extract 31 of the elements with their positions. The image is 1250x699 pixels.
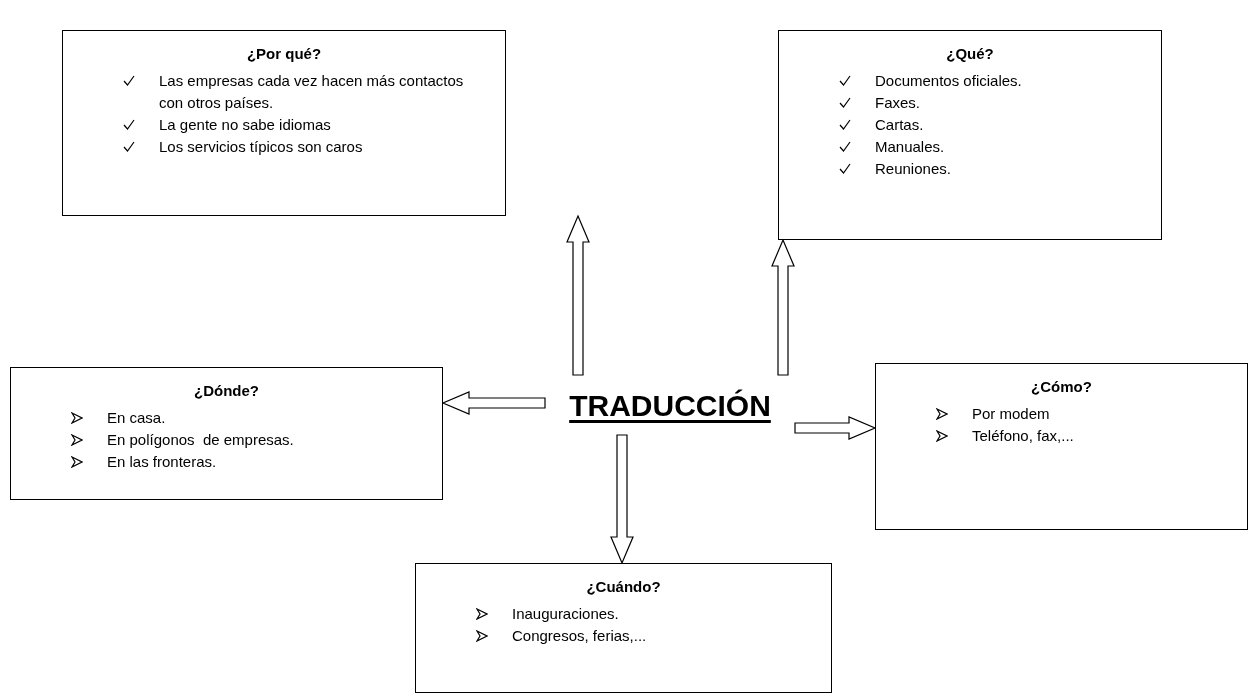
list-item: Faxes. <box>875 92 920 113</box>
list-item: Documentos oficiales. <box>875 70 1022 91</box>
list-item: Inauguraciones. <box>512 603 619 624</box>
box-heading: ¿Qué? <box>945 44 995 64</box>
block-arrow <box>771 238 795 376</box>
list-item: Manuales. <box>875 136 945 157</box>
text-box <box>875 363 1248 530</box>
block-arrow <box>566 214 590 376</box>
block-arrow <box>794 416 877 440</box>
box-heading: ¿Por qué? <box>245 44 323 64</box>
list-item: Los servicios típicos son caros <box>159 136 363 157</box>
list-item: Congresos, ferias,... <box>512 625 647 646</box>
text-box <box>415 563 832 693</box>
text-box <box>62 30 506 216</box>
list-item: En las fronteras. <box>107 451 217 472</box>
text-box <box>778 30 1162 240</box>
list-item: Cartas. <box>875 114 924 135</box>
central-title: TRADUCCIÓN <box>569 387 771 424</box>
box-heading: ¿Cuándo? <box>585 577 662 597</box>
box-heading: ¿Dónde? <box>193 381 260 401</box>
list-item: La gente no sabe idiomas <box>159 114 331 135</box>
text-box <box>10 367 443 500</box>
box-heading: ¿Cómo? <box>1030 377 1093 397</box>
list-item: Reuniones. <box>875 158 951 179</box>
block-arrow <box>610 434 634 565</box>
list-item: En polígonos de empresas. <box>107 429 294 450</box>
list-item: Teléfono, fax,... <box>972 425 1074 446</box>
list-item: Las empresas cada vez hacen más contactos con otros países. <box>159 70 465 113</box>
list-item: En casa. <box>107 407 166 428</box>
list-item: Por modem <box>972 403 1050 424</box>
block-arrow <box>441 391 546 415</box>
